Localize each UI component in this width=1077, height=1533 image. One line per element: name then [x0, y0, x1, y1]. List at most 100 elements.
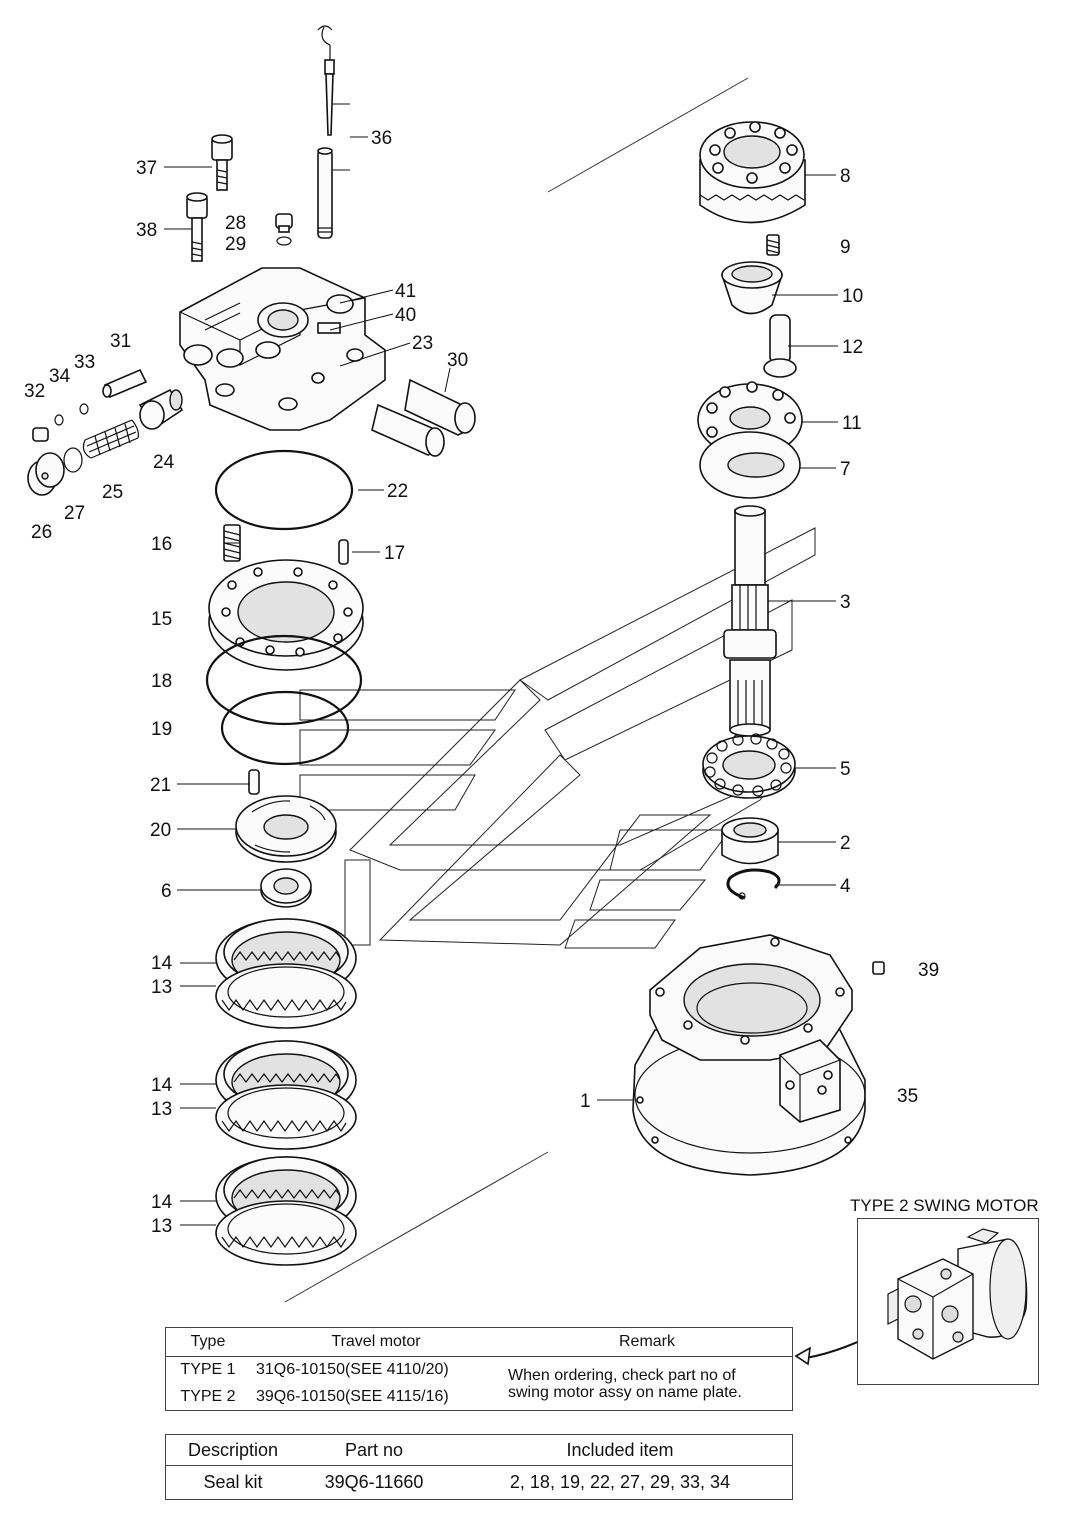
callout-22: 22 [387, 481, 408, 502]
callout-18: 18 [151, 671, 172, 692]
callout-10: 10 [842, 286, 863, 307]
leader-lines [164, 103, 838, 1226]
remark-line-1: When ordering, check part no of [508, 1366, 736, 1384]
callout-5: 5 [840, 759, 851, 780]
part-14-13-friction-plates [215, 918, 357, 1266]
type-cell: TYPE 2 [180, 1387, 236, 1405]
part-36-dipstick [317, 25, 335, 239]
seal-kit-table: Description Part no Included item Seal k… [165, 1434, 793, 1500]
part-15-plate [208, 559, 364, 671]
remark-cell: When ordering, check part no of swing mo… [502, 1357, 793, 1411]
callout-15: 15 [151, 609, 172, 630]
callout-14-b: 14 [151, 1075, 173, 1096]
part-17-pin [338, 539, 349, 565]
callout-7: 7 [840, 459, 851, 480]
callout-20: 20 [150, 820, 171, 841]
travel-motor-cell: 39Q6-10150(SEE 4115/16) [256, 1387, 449, 1405]
description-cell: Seal kit [203, 1472, 263, 1492]
part-2-bushing [721, 817, 779, 865]
callout-24: 24 [153, 452, 175, 473]
guide-line [284, 1151, 549, 1303]
watermark-logo [299, 527, 816, 949]
part-8-cylinder-block [699, 121, 806, 224]
callout-34: 34 [49, 366, 71, 387]
travel-motor-header: Travel motor [250, 1327, 502, 1357]
callout-9: 9 [840, 237, 851, 258]
callout-23: 23 [412, 333, 433, 354]
callout-12: 12 [842, 337, 863, 358]
callout-31: 31 [110, 331, 131, 352]
callout-33: 33 [74, 352, 95, 373]
part-29-oring [276, 236, 292, 246]
included-item-header: Included item [448, 1434, 793, 1466]
part-26-plug [27, 452, 65, 496]
part-no-cell: 39Q6-11660 [324, 1472, 424, 1492]
part-5-roller-bearing [702, 733, 796, 799]
part-12-pin [763, 314, 797, 378]
part-37-bolt [211, 134, 233, 191]
part-32-plug [32, 427, 49, 442]
callout-39: 39 [918, 960, 939, 981]
part-20-valve-plate [235, 795, 337, 863]
callout-3: 3 [840, 592, 851, 613]
callout-30: 30 [447, 350, 468, 371]
part-28-plug [275, 213, 293, 233]
callout-36: 36 [371, 128, 392, 149]
part-38-bolt [186, 192, 208, 262]
part-22-oring [214, 449, 354, 531]
part-3-drive-shaft [723, 505, 777, 737]
callout-14-a: 14 [151, 953, 173, 974]
callout-6: 6 [161, 881, 172, 902]
part-39-plug [872, 961, 885, 975]
part-no-header: Part no [300, 1434, 448, 1466]
callout-1: 1 [580, 1091, 591, 1112]
callout-14-c: 14 [151, 1192, 173, 1213]
remark-header: Remark [502, 1327, 793, 1357]
callout-21: 21 [150, 775, 171, 796]
callout-32: 32 [24, 381, 45, 402]
part-25-spring [82, 419, 139, 459]
part-35-block [779, 1039, 841, 1123]
remark-line-2: swing motor assy on name plate. [508, 1383, 742, 1401]
callout-37: 37 [136, 158, 157, 179]
callout-8: 8 [840, 166, 851, 187]
part-34-oring [54, 414, 64, 426]
callout-labels: 37 38 28 29 36 41 40 23 31 30 32 34 33 2… [24, 128, 939, 1237]
part-9-spring [766, 234, 780, 256]
callout-41: 41 [395, 281, 416, 302]
type-table: Type Travel motor Remark TYPE 1 31Q6-101… [165, 1327, 793, 1411]
guide-line [547, 77, 749, 193]
part-27-oring [63, 447, 83, 473]
callout-13-a: 13 [151, 977, 172, 998]
type-cell: TYPE 1 [180, 1361, 236, 1379]
callout-35: 35 [897, 1086, 918, 1107]
callout-2: 2 [840, 833, 851, 854]
callout-38: 38 [136, 220, 157, 241]
part-6-bearing [260, 868, 312, 908]
callout-4: 4 [840, 876, 851, 897]
part-24-sleeve [138, 388, 184, 430]
callout-29: 29 [225, 234, 246, 255]
part-4-snap-ring [726, 868, 781, 900]
callout-11: 11 [842, 413, 862, 434]
inset-caption: TYPE 2 SWING MOTOR [850, 1196, 1039, 1215]
part-31-pin [102, 368, 148, 399]
callout-28: 28 [225, 213, 246, 234]
part-23-valve-casing [179, 267, 386, 431]
type2-motor-illustration [887, 1228, 1028, 1360]
travel-motor-cell: 31Q6-10150(SEE 4110/20) [256, 1361, 449, 1379]
included-item-cell: 2, 18, 19, 22, 27, 29, 33, 34 [509, 1472, 731, 1492]
type2-motor-inset [857, 1218, 1039, 1385]
callout-13-c: 13 [151, 1216, 172, 1237]
part-18-oring [205, 634, 363, 726]
part-19-oring [220, 690, 350, 766]
callout-13-b: 13 [151, 1099, 172, 1120]
part-7-shoe-plate [699, 431, 801, 499]
callout-26: 26 [31, 522, 52, 543]
callout-40: 40 [395, 305, 416, 326]
callout-17: 17 [384, 543, 405, 564]
part-30-relief-valve [371, 378, 476, 457]
callout-25: 25 [102, 482, 123, 503]
part-21-pin [248, 769, 260, 795]
